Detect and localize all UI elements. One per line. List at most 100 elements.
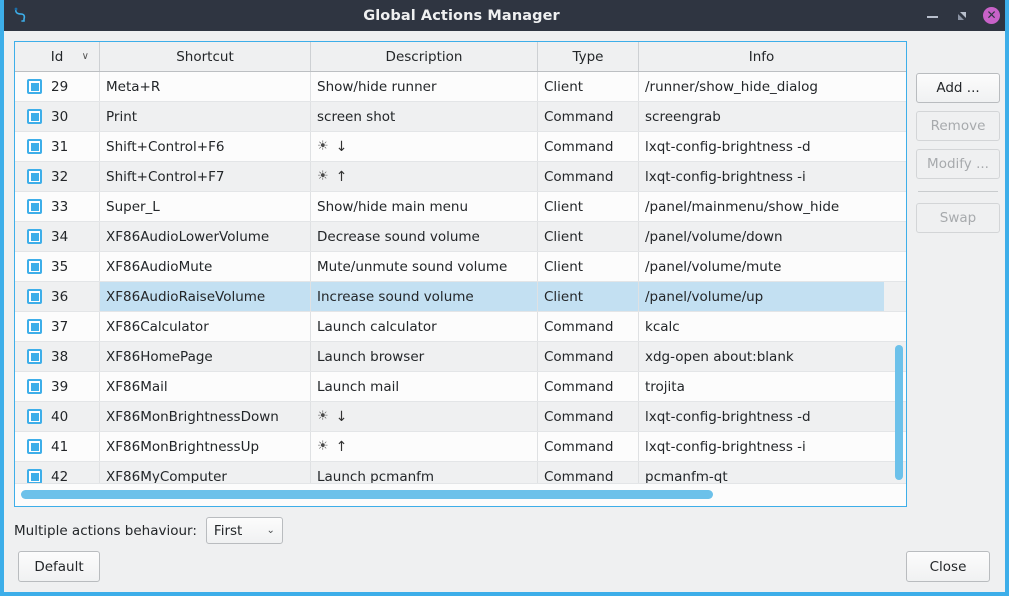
arrow-down-icon: ↓ [336, 409, 348, 425]
cell-desc: Decrease sound volume [311, 222, 538, 251]
row-enabled-checkbox[interactable] [27, 349, 42, 364]
cell-id: 36 [15, 282, 100, 311]
default-button[interactable]: Default [18, 551, 100, 582]
cell-desc: ☀↓ [311, 402, 538, 431]
arrow-down-icon: ↓ [336, 139, 348, 155]
column-header-shortcut[interactable]: Shortcut [100, 42, 311, 71]
vertical-scrollbar-thumb[interactable] [895, 345, 903, 480]
table-row[interactable]: 33Super_LShow/hide main menuClient/panel… [15, 192, 906, 222]
cell-info: /panel/volume/down [639, 222, 884, 251]
cell-desc: Launch calculator [311, 312, 538, 341]
row-id-label: 40 [51, 409, 68, 425]
table-row[interactable]: 37 XF86CalculatorLaunch calculatorCommand… [15, 312, 906, 342]
row-enabled-checkbox[interactable] [27, 469, 42, 484]
column-header-info[interactable]: Info [639, 42, 884, 71]
behaviour-select[interactable]: First ⌄ [206, 517, 283, 544]
add-button[interactable]: Add ... [916, 73, 1000, 103]
cell-sc: XF86MonBrightnessUp [100, 432, 311, 461]
cell-type: Client [538, 252, 639, 281]
horizontal-scrollbar-thumb[interactable] [21, 490, 713, 499]
cell-sc: XF86Calculator [100, 312, 311, 341]
table-row[interactable]: 29Meta+RShow/hide runnerClient/runner/sh… [15, 72, 906, 102]
row-id-label: 32 [51, 169, 68, 185]
table-row[interactable]: 38XF86HomePageLaunch browserCommandxdg-o… [15, 342, 906, 372]
table-row[interactable]: 35XF86AudioMuteMute/unmute sound volumeC… [15, 252, 906, 282]
row-id-label: 36 [51, 289, 68, 305]
column-header-id[interactable]: Id ∨ [15, 42, 100, 71]
window-title: Global Actions Manager [0, 8, 925, 24]
row-enabled-checkbox[interactable] [27, 409, 42, 424]
maximize-icon[interactable] [954, 8, 970, 24]
table-row[interactable]: 41XF86MonBrightnessUp☀↑Commandlxqt-confi… [15, 432, 906, 462]
cell-id: 37 [15, 312, 100, 341]
row-enabled-checkbox[interactable] [27, 229, 42, 244]
cell-sc: XF86AudioLowerVolume [100, 222, 311, 251]
buttons-divider [918, 191, 998, 192]
cell-sc: Shift+Control+F6 [100, 132, 311, 161]
cell-info: xdg-open about:blank [639, 342, 884, 371]
arrow-up-icon: ↑ [336, 169, 348, 185]
table-row[interactable]: 39XF86MailLaunch mailCommandtrojita [15, 372, 906, 402]
swap-button: Swap [916, 203, 1000, 233]
row-id-label: 37 [51, 319, 68, 335]
row-enabled-checkbox[interactable] [27, 109, 42, 124]
behaviour-select-value: First [214, 523, 242, 539]
cell-id: 39 [15, 372, 100, 401]
row-enabled-checkbox[interactable] [27, 259, 42, 274]
horizontal-scrollbar[interactable] [15, 483, 906, 506]
cell-desc: Show/hide runner [311, 72, 538, 101]
row-enabled-checkbox[interactable] [27, 289, 42, 304]
cell-sc: XF86AudioMute [100, 252, 311, 281]
cell-info: trojita [639, 372, 884, 401]
brightness-sun-icon: ☀ [317, 169, 329, 184]
vertical-scrollbar[interactable] [895, 73, 903, 505]
cell-sc: Shift+Control+F7 [100, 162, 311, 191]
row-enabled-checkbox[interactable] [27, 169, 42, 184]
cell-type: Client [538, 72, 639, 101]
cell-desc: Launch mail [311, 372, 538, 401]
brightness-sun-icon: ☀ [317, 409, 329, 424]
row-enabled-checkbox[interactable] [27, 199, 42, 214]
cell-id: 40 [15, 402, 100, 431]
cell-desc: ☀↑ [311, 432, 538, 461]
cell-info: lxqt-config-brightness -i [639, 162, 884, 191]
close-button[interactable]: Close [906, 551, 990, 582]
table-row[interactable]: 40XF86MonBrightnessDown☀↓Commandlxqt-con… [15, 402, 906, 432]
row-id-label: 41 [51, 439, 68, 455]
row-enabled-checkbox[interactable] [27, 79, 42, 94]
column-header-id-label: Id [51, 49, 64, 65]
table-row[interactable]: 32 Shift+Control+F7 ☀ ↑ Commandlxqt-config-b… [15, 162, 906, 192]
table-row[interactable]: 30Printscreen shotCommandscreengrab [15, 102, 906, 132]
column-header-type[interactable]: Type [538, 42, 639, 71]
minimize-icon[interactable] [925, 8, 941, 24]
row-id-label: 34 [51, 229, 68, 245]
cell-type: Command [538, 312, 639, 341]
table-header-row: Id ∨ Shortcut Description Type Info [15, 42, 906, 72]
cell-type: Command [538, 342, 639, 371]
column-header-description[interactable]: Description [311, 42, 538, 71]
cell-sc: Meta+R [100, 72, 311, 101]
row-enabled-checkbox[interactable] [27, 439, 42, 454]
cell-type: Command [538, 132, 639, 161]
brightness-sun-icon: ☀ [317, 439, 329, 454]
cell-desc: Increase sound volume [311, 282, 538, 311]
row-enabled-checkbox[interactable] [27, 379, 42, 394]
window-content: Id ∨ Shortcut Description Type Info 29Me… [4, 31, 1005, 592]
sort-chevron-down-icon: ∨ [82, 52, 89, 62]
table-row[interactable]: 36XF86AudioRaiseVolumeIncrease sound vol… [15, 282, 906, 312]
cell-info: kcalc [639, 312, 884, 341]
cell-id: 31 [15, 132, 100, 161]
row-enabled-checkbox[interactable] [27, 319, 42, 334]
remove-button: Remove [916, 111, 1000, 141]
actions-table: Id ∨ Shortcut Description Type Info 29Me… [14, 41, 907, 507]
row-id-label: 33 [51, 199, 68, 215]
cell-type: Command [538, 102, 639, 131]
cell-info: /panel/mainmenu/show_hide [639, 192, 884, 221]
cell-type: Command [538, 162, 639, 191]
table-row[interactable]: 34 XF86AudioLowerVolumeDecrease sound vol… [15, 222, 906, 252]
multiple-actions-behaviour-row: Multiple actions behaviour: First ⌄ [14, 517, 283, 544]
cell-sc: XF86Mail [100, 372, 311, 401]
row-enabled-checkbox[interactable] [27, 139, 42, 154]
close-icon[interactable]: ✕ [983, 7, 1000, 24]
table-row[interactable]: 31Shift+Control+F6☀↓Commandlxqt-config-b… [15, 132, 906, 162]
